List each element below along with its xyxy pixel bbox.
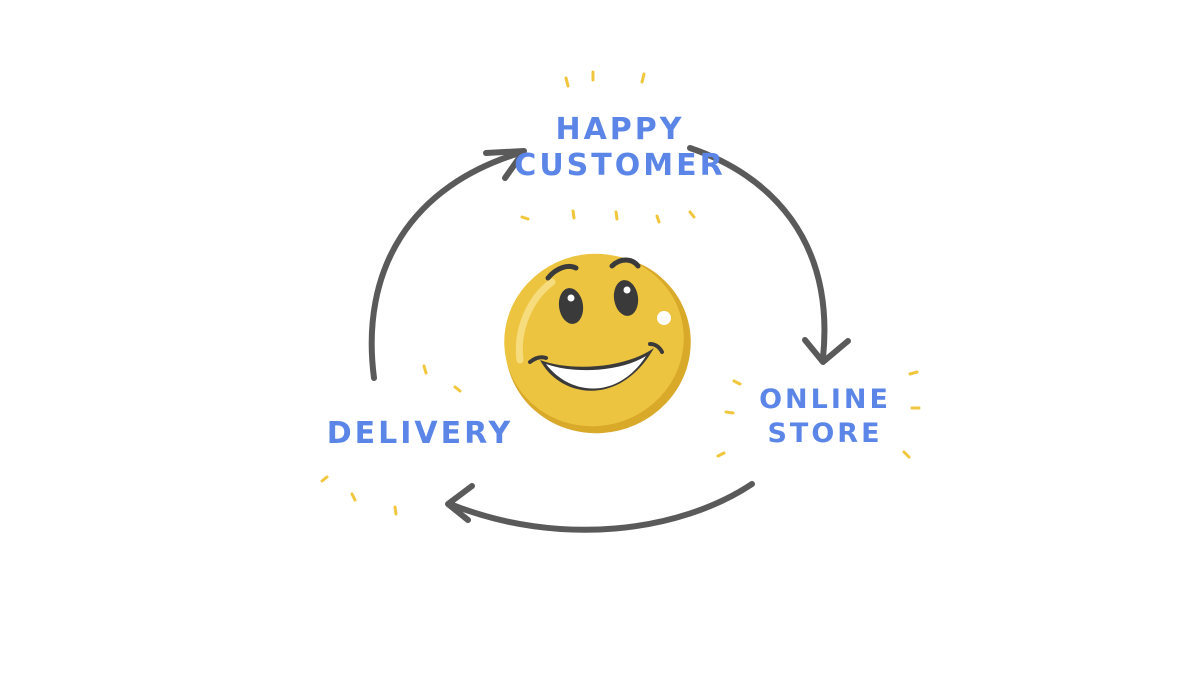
- arrowhead-delivery: [445, 483, 475, 523]
- node-label-line: HAPPY: [555, 112, 685, 147]
- node-label-line: STORE: [767, 418, 883, 449]
- node-label-line: CUSTOMER: [514, 148, 726, 183]
- sparkle-marks: [320, 70, 921, 516]
- arrow-online-store-to-delivery: [447, 481, 755, 533]
- cycle-arrows: [368, 145, 851, 533]
- node-happy-customer: HAPPY CUSTOMER: [500, 112, 740, 184]
- node-online-store: ONLINE STORE: [740, 383, 910, 451]
- smiley-face-icon: [504, 253, 691, 434]
- arrow-delivery-to-happy-customer: [368, 149, 526, 381]
- arrowhead-happy-customer: [483, 148, 527, 181]
- node-label-line: ONLINE: [759, 384, 891, 415]
- node-label-line: DELIVERY: [326, 416, 514, 451]
- arrow-happy-customer-to-online-store: [687, 145, 828, 361]
- node-delivery: DELIVERY: [310, 416, 530, 452]
- arrowhead-online-store: [802, 337, 851, 365]
